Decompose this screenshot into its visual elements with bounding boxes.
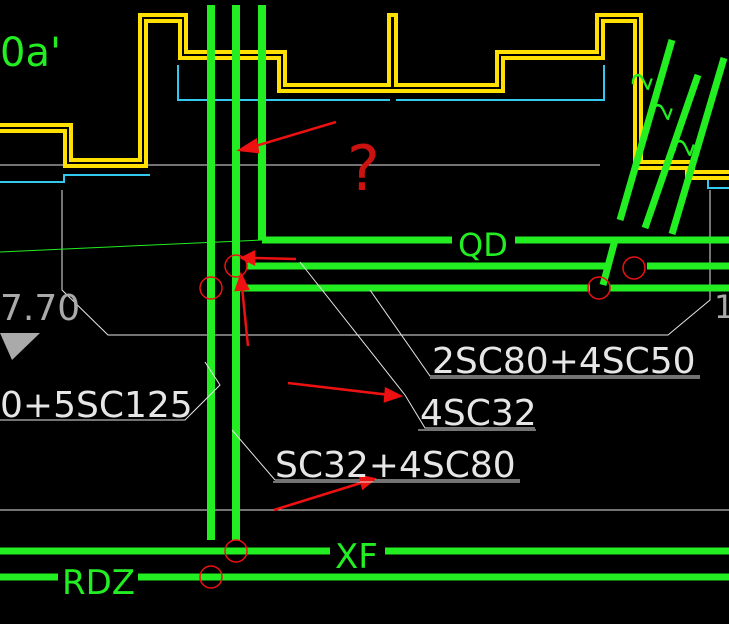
vertical-pipes bbox=[207, 5, 266, 540]
drawing-labels: 0a' QD XF RDZ 7.70 2SC80+4SC50 4SC32 SC3… bbox=[0, 30, 729, 603]
label-qd: QD bbox=[458, 226, 508, 264]
label-xf: XF bbox=[335, 537, 378, 577]
diagonal-pipes bbox=[599, 39, 728, 286]
label-cable-2: 4SC32 bbox=[420, 393, 537, 434]
label-question: ? bbox=[347, 132, 380, 205]
red-arrow-icon bbox=[239, 249, 256, 267]
label-cable-1: 2SC80+4SC50 bbox=[432, 341, 696, 382]
red-arrow-icon bbox=[236, 137, 260, 154]
label-cable-3: SC32+4SC80 bbox=[275, 445, 516, 486]
circle-marker-icon[interactable] bbox=[622, 256, 646, 280]
label-elevation: 7.70 bbox=[0, 288, 80, 329]
triangle-down-icon bbox=[0, 333, 40, 360]
leader-lines bbox=[0, 261, 700, 481]
label-rdz: RDZ bbox=[62, 563, 135, 603]
circle-marker-icon[interactable] bbox=[224, 539, 248, 563]
circle-marker-icon[interactable] bbox=[199, 565, 223, 589]
label-right-edge: 1 bbox=[714, 288, 729, 326]
label-cable-4: 0+5SC125 bbox=[0, 385, 193, 426]
circle-marker-icon[interactable] bbox=[199, 276, 223, 300]
circle-marker-icon[interactable] bbox=[587, 276, 611, 300]
wall-inner-line bbox=[0, 17, 729, 176]
annotation-arrows bbox=[234, 120, 404, 512]
wall-finish-line bbox=[0, 65, 729, 189]
circle-marker-icon[interactable] bbox=[224, 254, 248, 278]
pipe-end-markers[interactable] bbox=[199, 254, 646, 589]
horizontal-pipes bbox=[0, 236, 729, 581]
red-arrow-icon bbox=[383, 387, 404, 403]
label-top-left: 0a' bbox=[0, 30, 61, 76]
cable-label-underlines bbox=[273, 377, 700, 483]
red-arrow-icon bbox=[234, 271, 250, 292]
